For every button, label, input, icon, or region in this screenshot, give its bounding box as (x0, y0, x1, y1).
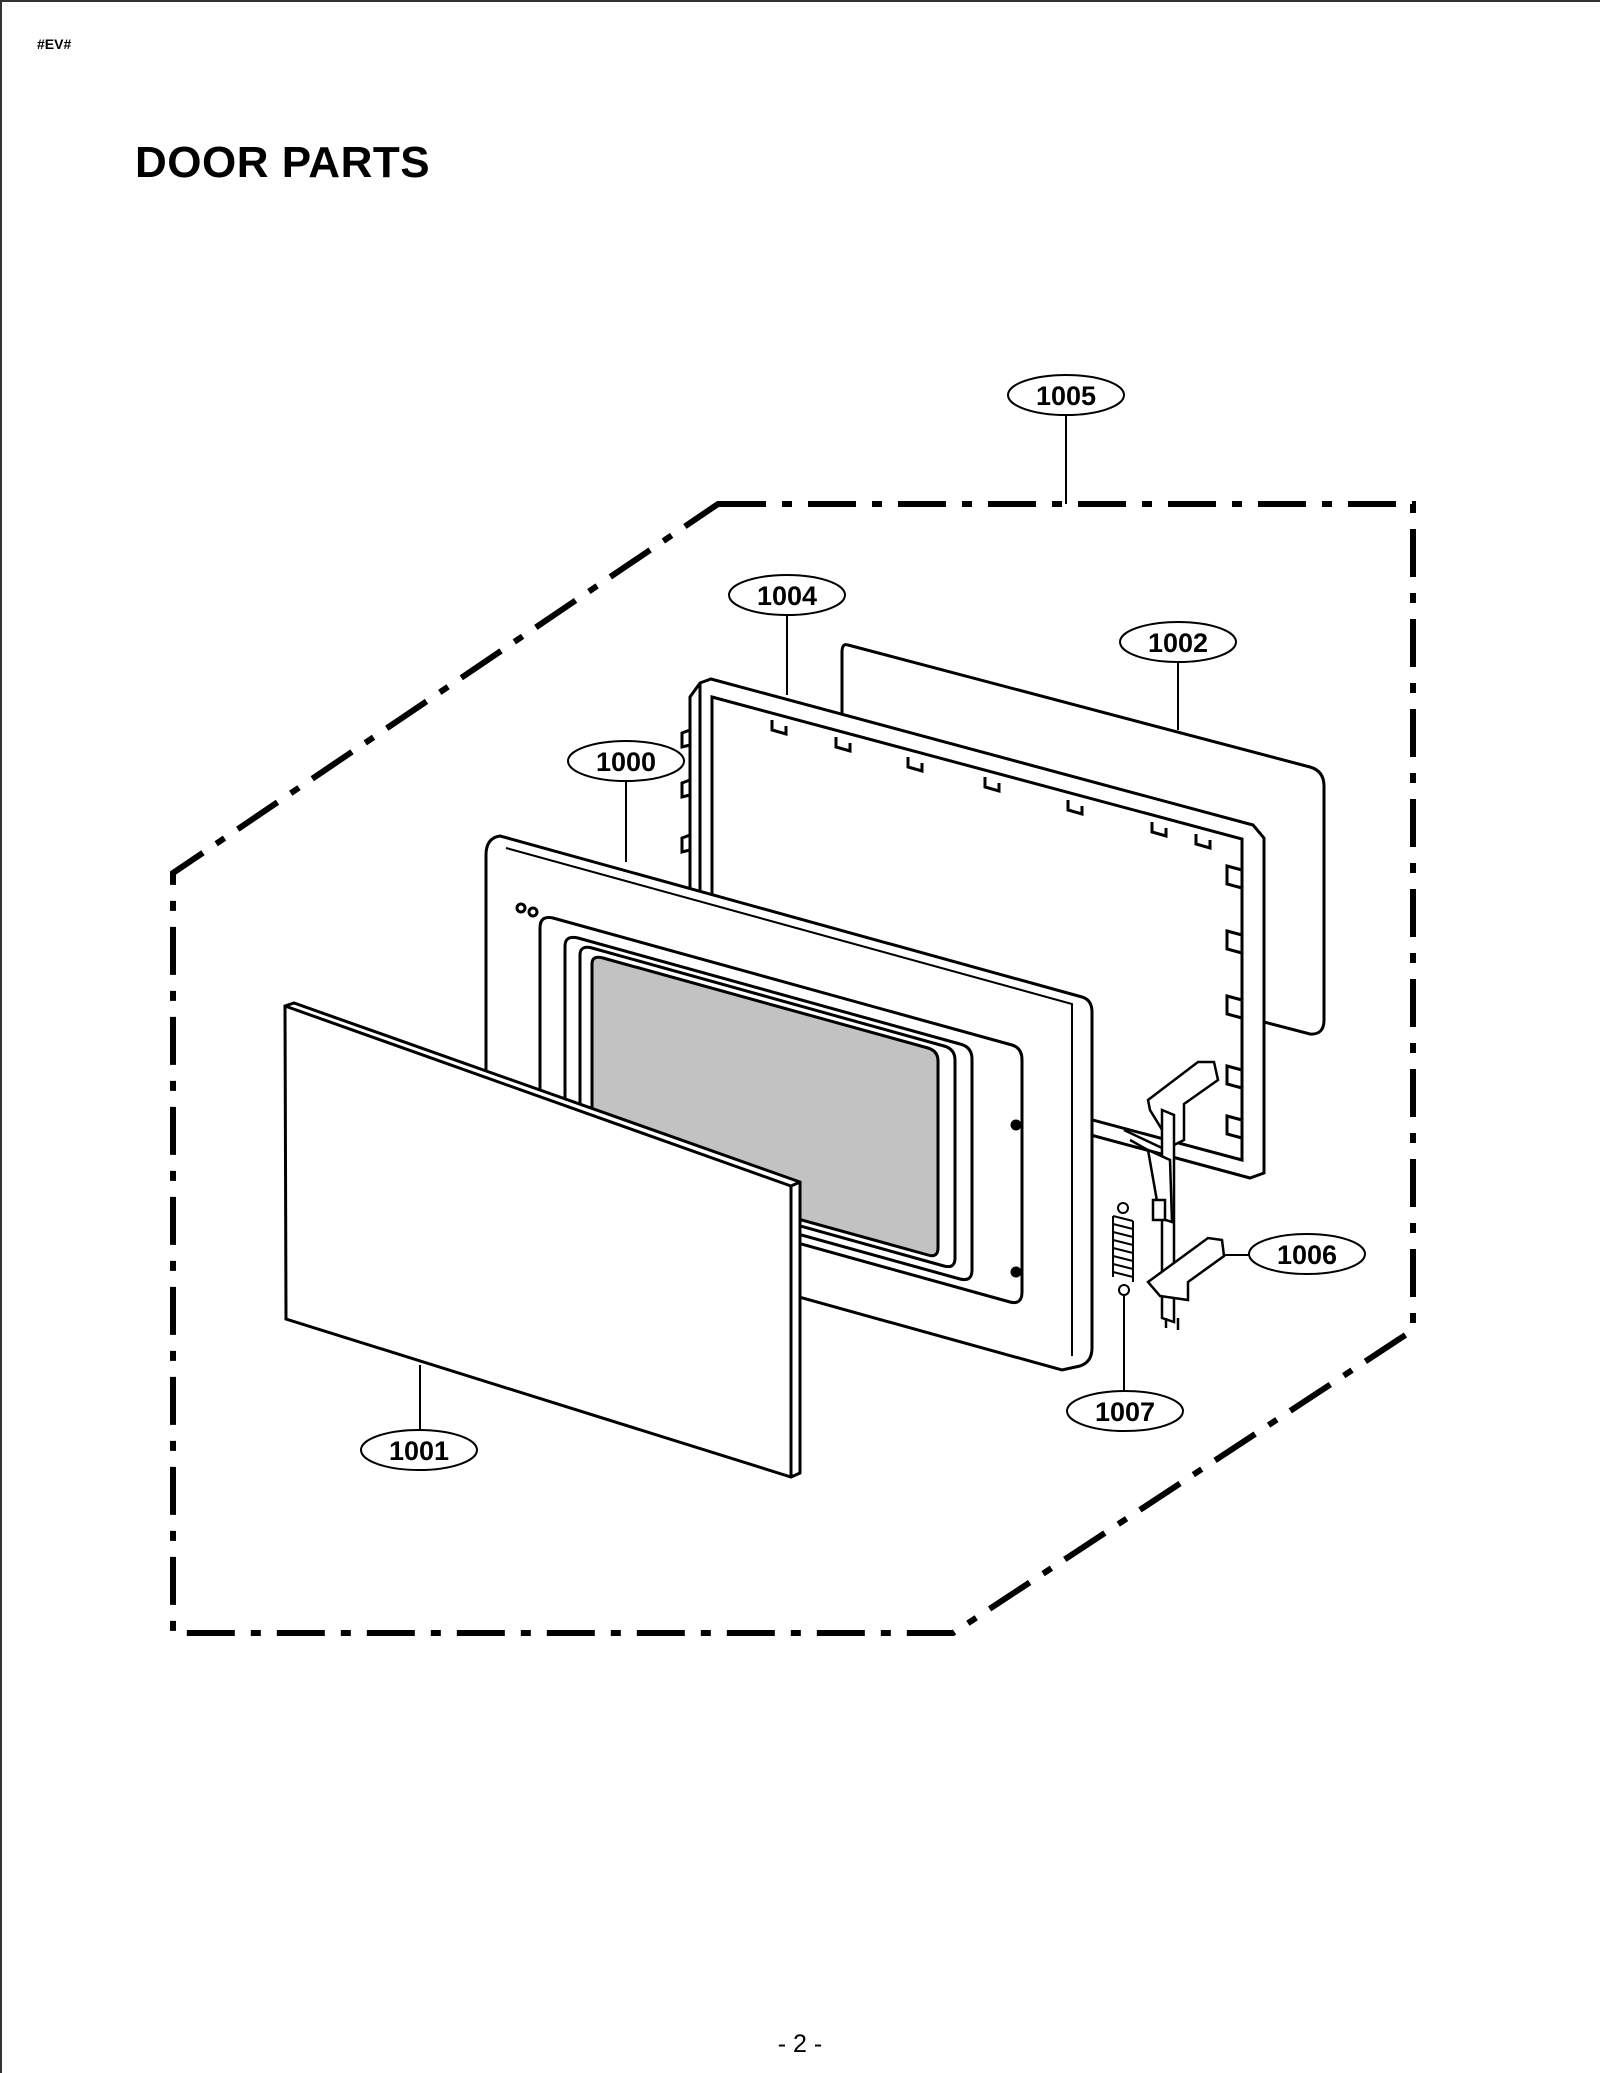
callout-1006: 1006 (1248, 1233, 1366, 1275)
callout-1004: 1004 (728, 574, 846, 616)
callout-label-1002: 1002 (1148, 628, 1208, 658)
callout-label-1007: 1007 (1095, 1397, 1155, 1427)
callout-1002: 1002 (1119, 621, 1237, 663)
callout-1007: 1007 (1066, 1390, 1184, 1432)
part-1001-door-cover (283, 1001, 802, 1479)
callout-1005: 1005 (1007, 374, 1125, 416)
assembly-boundary (170, 501, 1416, 1636)
callout-label-1001: 1001 (389, 1436, 449, 1466)
callout-label-1000: 1000 (596, 747, 656, 777)
page-title: DOOR PARTS (135, 138, 431, 187)
callout-label-1006: 1006 (1277, 1240, 1337, 1270)
part-1006-latch-lever (1123, 1060, 1226, 1330)
callout-label-1004: 1004 (757, 581, 817, 611)
page-number: - 2 - (777, 2030, 823, 2058)
leader-lines (419, 414, 1262, 1432)
callout-1000: 1000 (567, 740, 685, 782)
callout-label-1005: 1005 (1036, 381, 1096, 411)
document-code: #EV# (37, 36, 72, 52)
callout-1001: 1001 (360, 1429, 478, 1471)
part-1007-spring (1112, 1202, 1134, 1296)
